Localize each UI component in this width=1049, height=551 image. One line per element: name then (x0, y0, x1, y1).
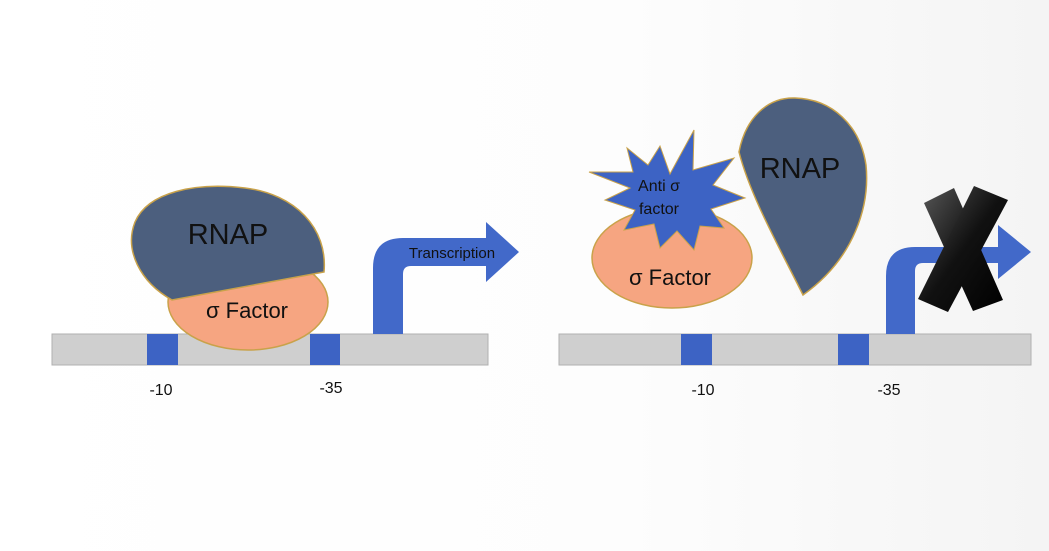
anti-sigma-label-line2: factor (639, 201, 680, 218)
left-panel: RNAP σ Factor Transcription -10 -35 (51, 185, 519, 399)
left-promoter-minus10-box (147, 334, 178, 365)
right-minus35-label: -35 (877, 382, 900, 399)
right-minus10-label: -10 (691, 382, 714, 399)
right-rnap (738, 97, 868, 297)
right-promoter-minus35-box (838, 334, 869, 365)
anti-sigma-label-line1: Anti σ (638, 178, 680, 195)
right-dna-strand (558, 333, 1032, 366)
right-rnap-label: RNAP (760, 153, 841, 185)
right-transcription-arrow (886, 225, 1031, 334)
left-rnap-label: RNAP (188, 219, 269, 251)
right-panel: Anti σ factor RNAP σ Factor -10 -35 (558, 97, 1032, 399)
blocked-x-mark (918, 186, 1008, 312)
left-minus35-label: -35 (319, 380, 342, 397)
left-minus10-label: -10 (149, 382, 172, 399)
right-promoter-minus10-box (681, 334, 712, 365)
left-transcription-arrow (373, 222, 519, 334)
anti-sigma-factor (588, 129, 747, 252)
left-transcription-label: Transcription (409, 245, 495, 262)
left-promoter-minus35-box (310, 334, 340, 365)
left-rnap (130, 185, 325, 301)
right-sigma-label: σ Factor (629, 265, 711, 290)
left-sigma-label: σ Factor (206, 298, 288, 323)
